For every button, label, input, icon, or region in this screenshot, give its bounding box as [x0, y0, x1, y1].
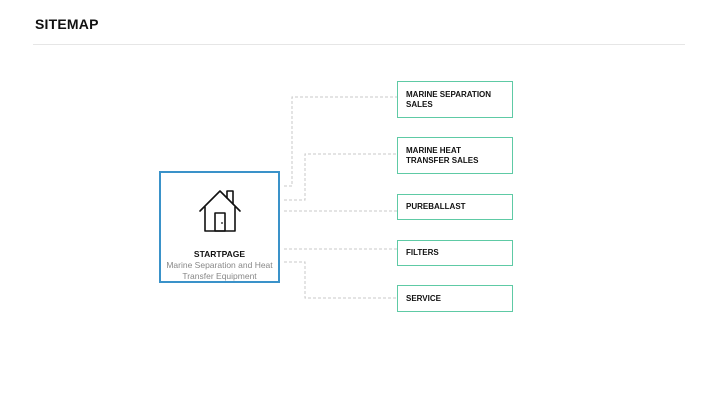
node-label: MARINE SEPARATION SALES — [406, 89, 492, 109]
startpage-subtitle: Marine Separation and Heat Transfer Equi… — [166, 260, 273, 281]
node-label: SERVICE — [406, 293, 441, 303]
title-divider — [33, 44, 685, 45]
node-filters[interactable]: FILTERS — [397, 240, 513, 266]
connector-marine-heat-transfer-sales — [284, 153, 397, 201]
node-marine-heat-transfer-sales[interactable]: MARINE HEAT TRANSFER SALES — [397, 137, 513, 174]
node-label: MARINE HEAT TRANSFER SALES — [406, 145, 479, 165]
node-label: PUREBALLAST — [406, 202, 466, 211]
house-icon — [199, 190, 241, 232]
connector-marine-separation-sales — [284, 96, 397, 187]
startpage-title: STARTPAGE — [193, 249, 246, 259]
connector-service — [284, 261, 397, 299]
startpage-node[interactable]: STARTPAGE Marine Separation and Heat Tra… — [159, 171, 280, 283]
node-service[interactable]: SERVICE — [397, 285, 513, 312]
node-pureballast[interactable]: PUREBALLAST — [397, 194, 513, 220]
page-title: SITEMAP — [35, 16, 99, 32]
node-marine-separation-sales[interactable]: MARINE SEPARATION SALES — [397, 81, 513, 118]
node-label: FILTERS — [406, 248, 439, 257]
